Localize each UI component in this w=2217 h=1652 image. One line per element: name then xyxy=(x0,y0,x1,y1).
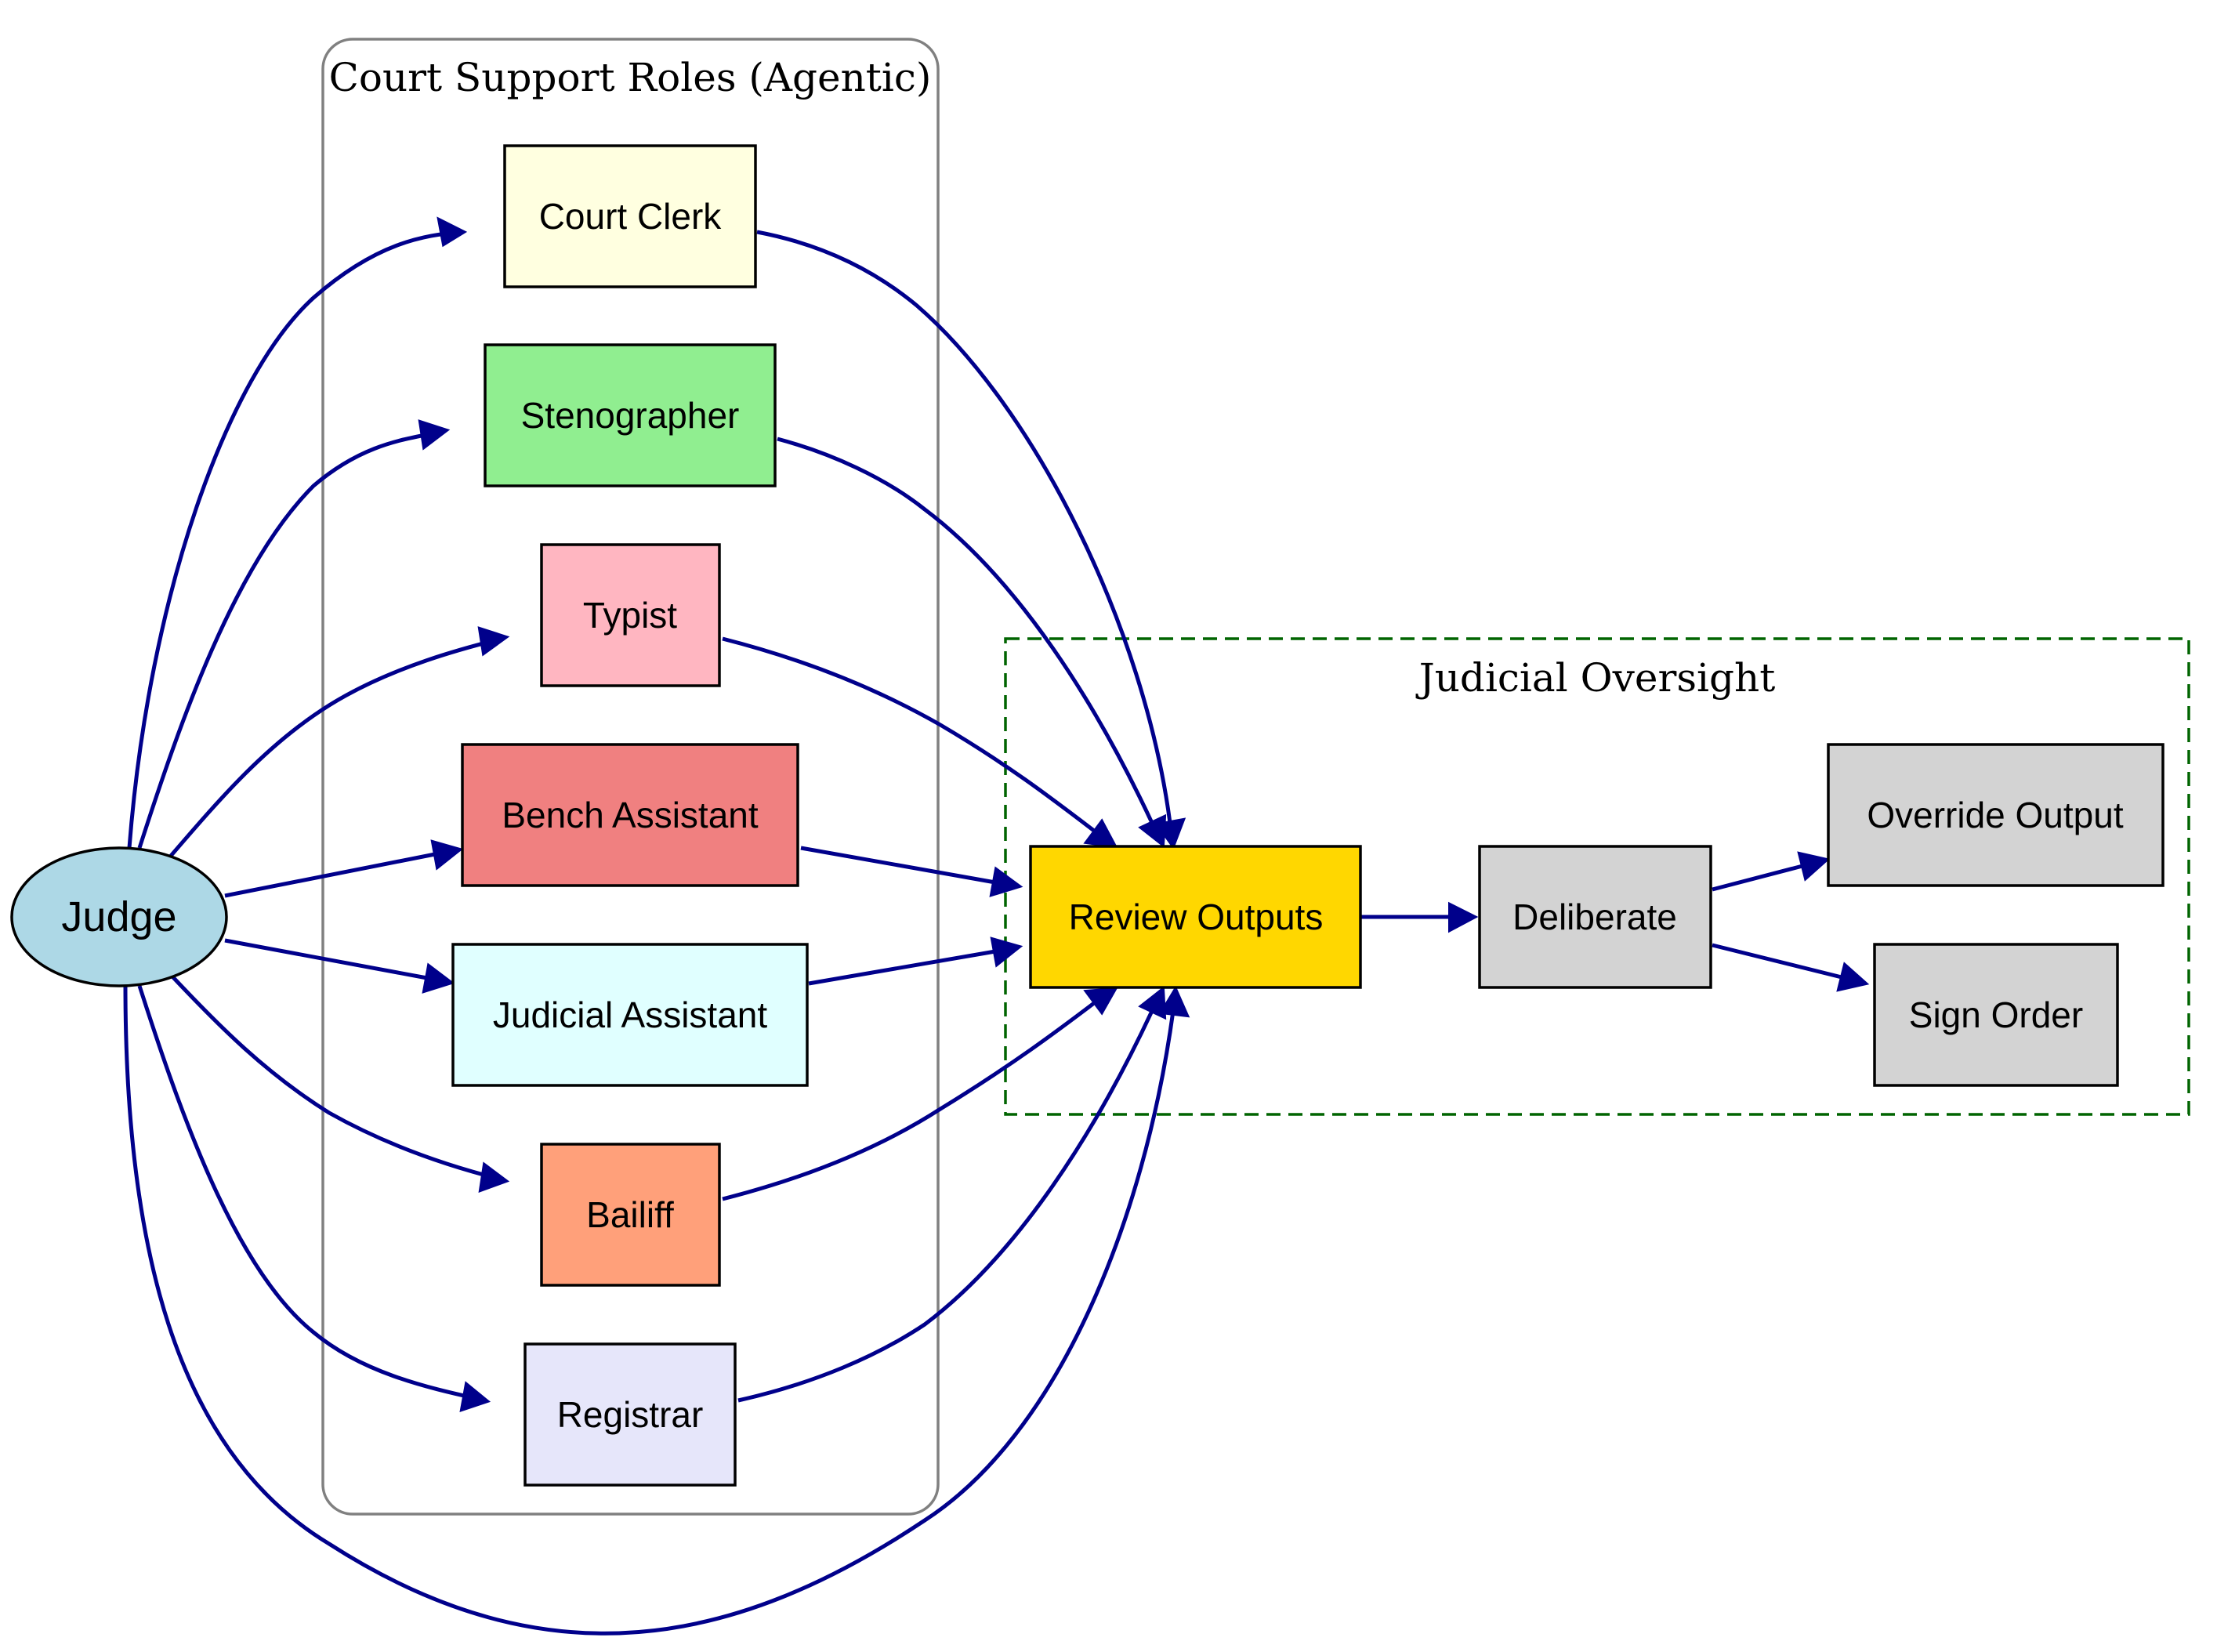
node-review-outputs: Review Outputs xyxy=(1029,845,1362,989)
edge-judge-to-typist xyxy=(169,636,502,857)
node-judicial-assistant: Judicial Assistant xyxy=(451,943,809,1087)
edge-deliberate-to-sign-order-arrowhead xyxy=(1836,962,1870,992)
node-override-output-shape xyxy=(1827,743,2164,887)
node-judge-label: Judge xyxy=(61,893,176,940)
edge-deliberate-to-sign-order xyxy=(1712,943,1842,980)
node-judicial-assistant-label: Judicial Assistant xyxy=(493,994,767,1035)
node-bench-assistant: Bench Assistant xyxy=(461,743,799,887)
edge-registrar-to-review-outputs-arrowhead xyxy=(1138,986,1167,1020)
cluster-judicial-oversight-title: Judicial Oversight xyxy=(1415,655,1776,701)
edge-judge-to-court-clerk-arrowhead xyxy=(437,216,468,248)
node-override-output-label: Override Output xyxy=(1867,795,2123,835)
node-sign-order-label: Sign Order xyxy=(1909,994,2083,1035)
node-court-clerk-label: Court Clerk xyxy=(539,196,723,237)
edge-bailiff-to-review-outputs-arrowhead xyxy=(1083,987,1118,1016)
edge-registrar-to-review-outputs xyxy=(737,1009,1154,1403)
node-judge: Judge xyxy=(10,846,228,987)
node-bench-assistant-label: Bench Assistant xyxy=(502,795,759,835)
node-review-outputs-shape xyxy=(1029,845,1362,989)
edge-judge-to-review-outputs xyxy=(123,985,1176,1636)
edge-judge-to-bench-assistant-arrowhead xyxy=(430,839,464,871)
cluster-court-support-roles: Court Support Roles (Agentic) xyxy=(321,38,940,1516)
node-bailiff: Bailiff xyxy=(540,1143,721,1287)
node-review-outputs-label: Review Outputs xyxy=(1069,897,1324,937)
edge-judge-to-stenographer-arrowhead xyxy=(418,419,451,451)
edge-judge-to-judicial-assistant-arrowhead xyxy=(422,962,455,994)
node-court-clerk-shape xyxy=(503,144,757,288)
edge-judge-to-typist-arrowhead xyxy=(477,626,510,657)
node-bailiff-label: Bailiff xyxy=(586,1194,674,1235)
node-registrar-shape xyxy=(523,1342,737,1487)
edge-judge-to-bailiff-arrowhead xyxy=(478,1161,510,1194)
node-deliberate-shape xyxy=(1478,845,1712,989)
edge-stenographer-to-review-outputs xyxy=(777,437,1154,824)
edge-judge-to-judicial-assistant xyxy=(224,938,428,980)
node-override-output: Override Output xyxy=(1827,743,2164,887)
edge-typist-to-review-outputs xyxy=(722,636,1099,835)
node-typist-label: Typist xyxy=(583,595,677,636)
edge-judge-to-review-outputs-arrowhead xyxy=(1158,985,1190,1018)
edge-bailiff-to-review-outputs xyxy=(722,999,1099,1201)
edge-deliberate-to-override-output-arrowhead xyxy=(1797,851,1831,882)
edge-judge-to-court-clerk xyxy=(127,230,463,849)
node-registrar-label: Registrar xyxy=(557,1394,704,1435)
node-deliberate: Deliberate xyxy=(1478,845,1712,989)
node-judicial-assistant-shape xyxy=(451,943,809,1087)
cluster-court-support-roles-border xyxy=(321,38,940,1516)
node-typist-shape xyxy=(540,543,721,687)
node-judge-shape xyxy=(10,846,228,987)
node-stenographer-shape xyxy=(484,343,777,487)
cluster-court-support-roles-title: Court Support Roles (Agentic) xyxy=(329,55,932,100)
node-deliberate-label: Deliberate xyxy=(1512,897,1677,937)
edge-judge-to-bench-assistant xyxy=(224,852,436,898)
edge-bench-assistant-to-review-outputs-arrowhead xyxy=(989,866,1023,897)
node-bailiff-shape xyxy=(540,1143,721,1287)
node-stenographer-label: Stenographer xyxy=(521,395,740,436)
edge-review-outputs-to-deliberate-arrowhead xyxy=(1448,901,1479,933)
edge-judge-to-stenographer xyxy=(137,429,444,849)
edge-judicial-assistant-to-review-outputs xyxy=(808,949,996,986)
edge-stenographer-to-review-outputs-arrowhead xyxy=(1138,813,1167,848)
edge-judicial-assistant-to-review-outputs-arrowhead xyxy=(990,936,1023,968)
edges xyxy=(123,216,1870,1636)
node-sign-order: Sign Order xyxy=(1873,943,2119,1087)
edge-deliberate-to-override-output xyxy=(1712,864,1803,892)
edge-bench-assistant-to-review-outputs xyxy=(800,846,996,885)
edge-judge-to-registrar-arrowhead xyxy=(459,1381,491,1412)
node-court-clerk: Court Clerk xyxy=(503,144,757,288)
edge-court-clerk-to-review-outputs xyxy=(756,230,1172,824)
node-bench-assistant-shape xyxy=(461,743,799,887)
edge-judge-to-bailiff xyxy=(169,973,502,1182)
edge-typist-to-review-outputs-arrowhead xyxy=(1083,818,1118,849)
node-typist: Typist xyxy=(540,543,721,687)
node-registrar: Registrar xyxy=(523,1342,737,1487)
node-stenographer: Stenographer xyxy=(484,343,777,487)
node-sign-order-shape xyxy=(1873,943,2119,1087)
edge-judge-to-registrar xyxy=(137,985,483,1402)
